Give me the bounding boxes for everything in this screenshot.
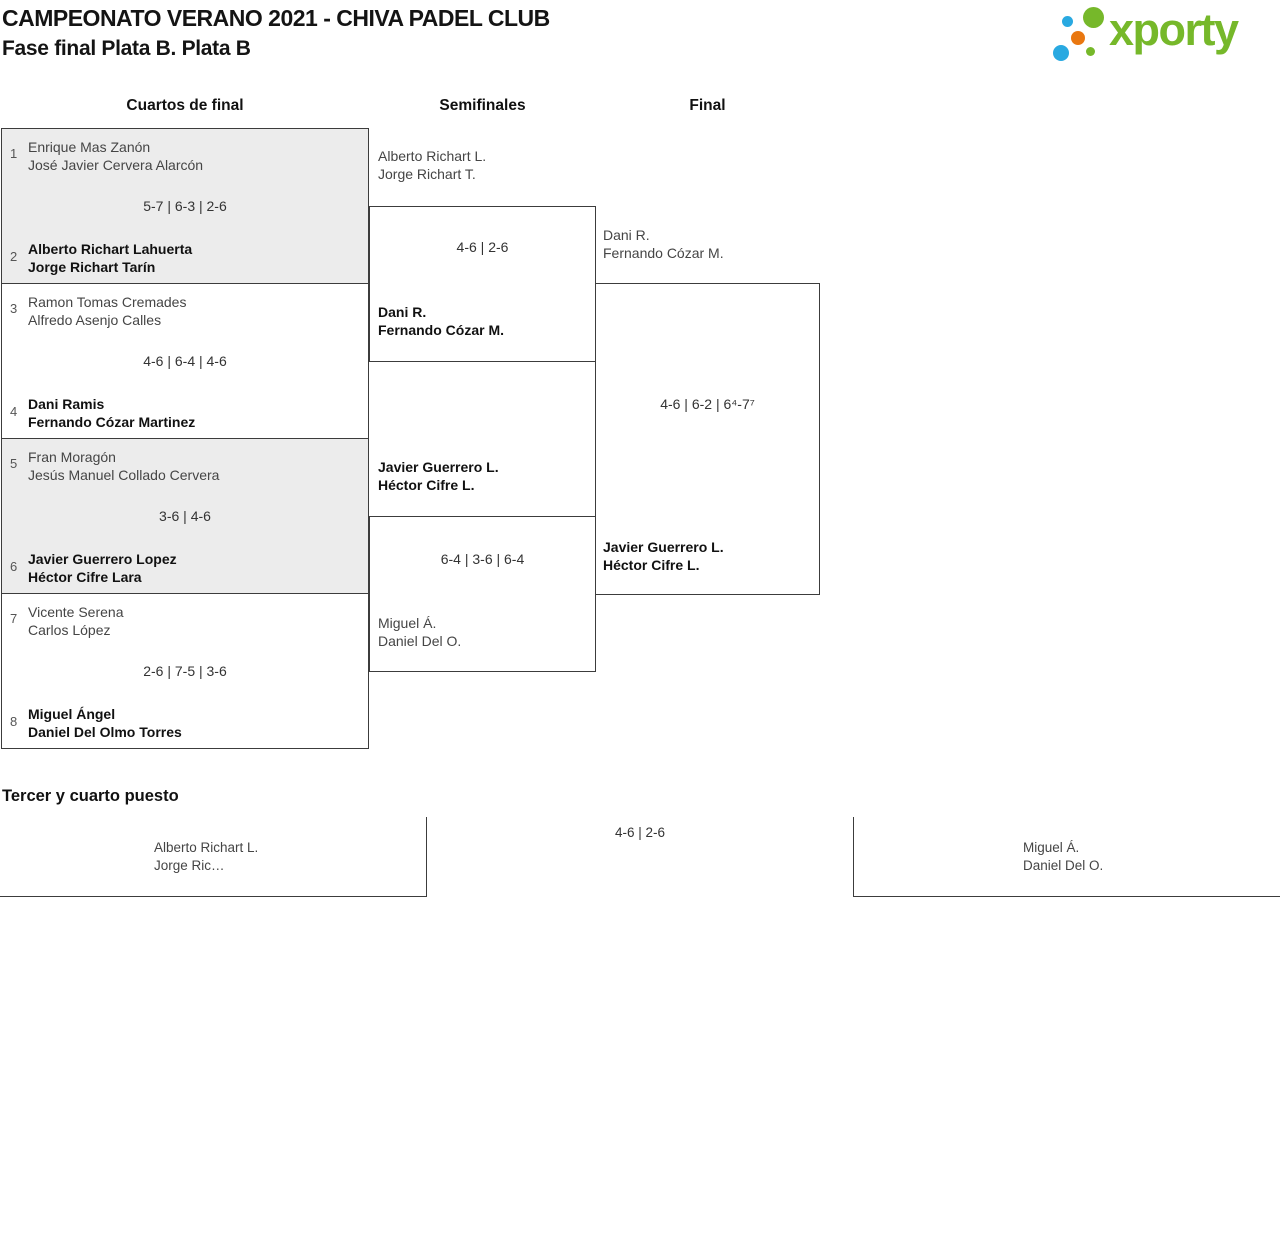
- final-match: 4-6 | 6-2 | 6⁴-7⁷: [595, 283, 820, 595]
- column-header-semifinals: Semifinales: [439, 97, 526, 114]
- team-names: Enrique Mas Zanón José Javier Cervera Al…: [28, 138, 203, 174]
- column-header-final: Final: [689, 97, 726, 114]
- team-names-winner: Alberto Richart Lahuerta Jorge Richart T…: [28, 240, 192, 276]
- seed-number: 5: [10, 456, 18, 471]
- page-title: CAMPEONATO VERANO 2021 - CHIVA PADEL CLU…: [2, 5, 550, 31]
- final-team-top: Dani R. Fernando Cózar M.: [603, 226, 724, 262]
- match-score: 3-6 | 4-6: [159, 508, 211, 524]
- team-line: Javier Guerrero Lopez: [28, 551, 177, 567]
- team-names-winner: Dani Ramis Fernando Cózar Martinez: [28, 395, 195, 431]
- column-header-quarterfinals: Cuartos de final: [126, 97, 244, 114]
- seed-number: 6: [10, 559, 18, 574]
- team-line: Héctor Cifre L.: [378, 477, 475, 493]
- seed-number: 8: [10, 714, 18, 729]
- qf-match-3: 5 Fran Moragón Jesús Manuel Collado Cerv…: [1, 438, 369, 594]
- team-line: Héctor Cifre Lara: [28, 569, 142, 585]
- match-score: 4-6 | 6-4 | 4-6: [143, 353, 227, 369]
- qf-match-2: 3 Ramon Tomas Cremades Alfredo Asenjo Ca…: [1, 283, 369, 439]
- team-line: José Javier Cervera Alarcón: [28, 157, 204, 173]
- team-names: Fran Moragón Jesús Manuel Collado Cerver…: [28, 448, 219, 484]
- team-line: Miguel Á.: [1023, 840, 1080, 855]
- seed-number: 3: [10, 301, 18, 316]
- team-line: Ramon Tomas Cremades: [28, 294, 187, 310]
- logo-dot-green-small-icon: [1086, 47, 1095, 56]
- match-score: 4-6 | 2-6: [456, 239, 509, 255]
- third-place-team-left: Alberto Richart L. Jorge Ric…: [154, 839, 258, 874]
- logo-dot-blue-large-icon: [1053, 45, 1069, 61]
- team-line: Alberto Richart L.: [378, 148, 487, 164]
- third-place-score: 4-6 | 2-6: [614, 825, 666, 840]
- qf-match-1: 1 Enrique Mas Zanón José Javier Cervera …: [1, 128, 369, 284]
- sf2-team-bottom: Miguel Á. Daniel Del O.: [378, 614, 461, 650]
- team-line: Fernando Cózar M.: [378, 322, 505, 338]
- team-line: Dani R.: [378, 304, 427, 320]
- seed-number: 1: [10, 146, 18, 161]
- logo-dot-green-large-icon: [1083, 7, 1104, 28]
- team-line: Alfredo Asenjo Calles: [28, 312, 162, 328]
- team-names: Ramon Tomas Cremades Alfredo Asenjo Call…: [28, 293, 186, 329]
- team-line: Javier Guerrero L.: [603, 539, 724, 555]
- sf2-team-top-winner: Javier Guerrero L. Héctor Cifre L.: [378, 458, 499, 494]
- team-line: Vicente Serena: [28, 604, 124, 620]
- team-line: Miguel Ángel: [28, 706, 116, 722]
- third-place-heading: Tercer y cuarto puesto: [2, 787, 179, 805]
- team-line: Jorge Richart Tarín: [28, 259, 156, 275]
- match-score: 2-6 | 7-5 | 3-6: [143, 663, 227, 679]
- team-line: Héctor Cifre L.: [603, 557, 700, 573]
- seed-number: 2: [10, 249, 18, 264]
- seed-number: 7: [10, 611, 18, 626]
- team-line: Daniel Del Olmo Torres: [28, 724, 182, 740]
- team-line: Fernando Cózar M.: [603, 245, 724, 261]
- team-line: Alberto Richart Lahuerta: [28, 241, 193, 257]
- final-winner: Javier Guerrero L. Héctor Cifre L.: [603, 538, 724, 574]
- match-score: 5-7 | 6-3 | 2-6: [143, 198, 227, 214]
- sf1-team-top: Alberto Richart L. Jorge Richart T.: [378, 147, 486, 183]
- team-line: Enrique Mas Zanón: [28, 139, 151, 155]
- xporty-logo[interactable]: xporty: [1045, 0, 1280, 74]
- team-line: Jesús Manuel Collado Cervera: [28, 467, 220, 483]
- team-line: Carlos López: [28, 622, 111, 638]
- team-line: Alberto Richart L.: [154, 840, 259, 855]
- team-names: Vicente Serena Carlos López: [28, 603, 123, 639]
- team-line: Jorge Richart T.: [378, 166, 476, 182]
- logo-wordmark: xporty: [1109, 4, 1239, 55]
- third-place-box-left: [0, 817, 427, 897]
- team-line: Jorge Ric…: [154, 857, 225, 873]
- page-subtitle: Fase final Plata B. Plata B: [2, 37, 251, 60]
- team-line: Dani R.: [603, 227, 650, 243]
- third-place-team-right: Miguel Á. Daniel Del O.: [1023, 839, 1103, 874]
- team-line: Fran Moragón: [28, 449, 116, 465]
- logo-dot-orange-icon: [1071, 31, 1085, 45]
- team-line: Daniel Del O.: [1023, 857, 1104, 873]
- team-line: Miguel Á.: [378, 615, 437, 631]
- logo-dot-blue-small-icon: [1062, 16, 1073, 27]
- third-place-box-right: [853, 817, 1280, 897]
- seed-number: 4: [10, 404, 18, 419]
- match-score: 6-4 | 3-6 | 6-4: [440, 551, 525, 567]
- team-names-winner: Javier Guerrero Lopez Héctor Cifre Lara: [28, 550, 177, 586]
- team-line: Daniel Del O.: [378, 633, 462, 649]
- team-line: Dani Ramis: [28, 396, 105, 412]
- team-line: Javier Guerrero L.: [378, 459, 499, 475]
- sf1-team-bottom-winner: Dani R. Fernando Cózar M.: [378, 303, 504, 339]
- qf-match-4: 7 Vicente Serena Carlos López 2-6 | 7-5 …: [1, 593, 369, 749]
- team-line: Fernando Cózar Martinez: [28, 414, 196, 430]
- match-score: 4-6 | 6-2 | 6⁴-7⁷: [660, 396, 755, 412]
- team-names-winner: Miguel Ángel Daniel Del Olmo Torres: [28, 705, 182, 741]
